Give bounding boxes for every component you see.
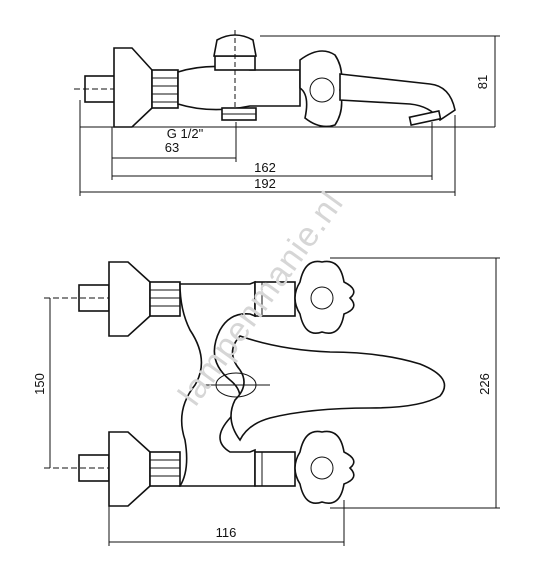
dim-inlet-spacing-150: 150 bbox=[32, 373, 47, 395]
dim-spout-162: 162 bbox=[254, 160, 276, 175]
dim-inlet-63: 63 bbox=[165, 140, 179, 155]
dim-thread-label: G 1/2" bbox=[167, 126, 204, 141]
dim-height-81: 81 bbox=[475, 75, 490, 89]
dim-depth-116: 116 bbox=[216, 525, 237, 540]
side-view: 81 G 1/2" 63 162 192 bbox=[74, 30, 500, 196]
dim-width-226: 226 bbox=[477, 373, 492, 395]
dim-overall-192: 192 bbox=[254, 176, 276, 191]
top-view: 150 226 116 bbox=[32, 257, 500, 546]
